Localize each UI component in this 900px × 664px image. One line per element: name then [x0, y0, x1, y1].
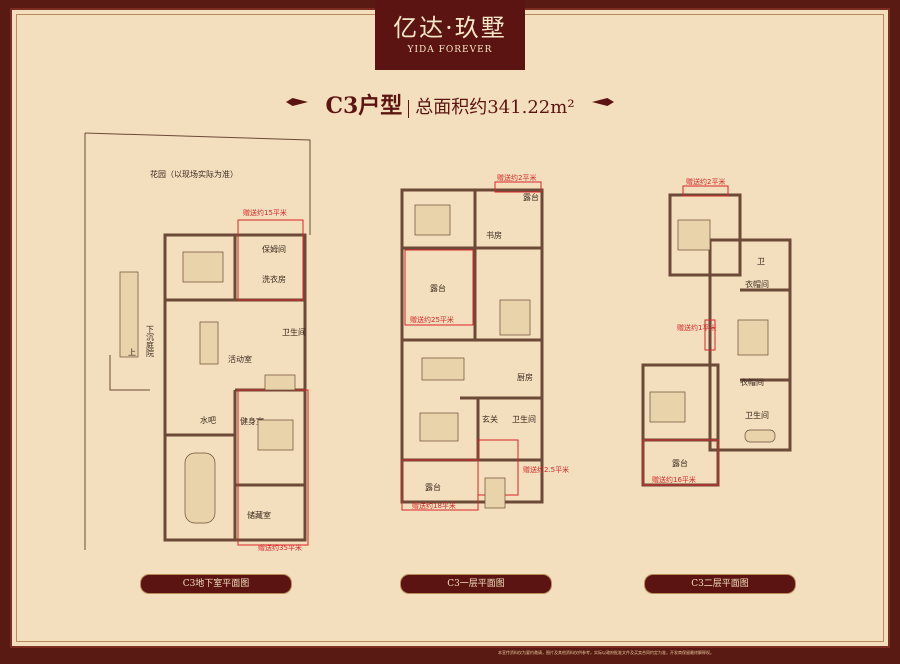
car [184, 452, 216, 524]
first-wc-label: 卫生间 [512, 414, 536, 424]
activity-room-label: 活动室 [228, 354, 252, 364]
second-gift-area-2 [682, 185, 729, 197]
foyer-label: 玄关 [482, 414, 498, 424]
closet1-label: 衣帽间 [745, 279, 769, 289]
second-wc-label: 卫生间 [745, 410, 769, 420]
gift-area-1 [704, 319, 716, 351]
basement-plan-label: C3地下室平面图 [140, 574, 292, 594]
ornament-left-icon [286, 98, 308, 106]
gift-area-35 [237, 389, 309, 546]
second-floor-plan: 赠送约2平米 赠送约1平米 赠送约16平米 次卧 卫 衣帽间 主卧 衣帽间 卫生… [641, 177, 792, 487]
disclaimer-text: 本宣传资料仅为要约邀请，图片及其他资料仅供参考，实际以政府批准文件及买卖合同约定… [498, 650, 714, 655]
second-core-walls [708, 238, 792, 452]
second-small-wc-label: 卫 [757, 257, 765, 266]
kitchen-label: 厨房 [517, 372, 533, 382]
gift-1-label-a: 赠送约1平米 [677, 323, 716, 332]
gift-area-25 [404, 249, 474, 326]
unit-type: C3户型 [325, 93, 403, 119]
pool-table [199, 321, 219, 365]
gift-18-label: 赠送约18平米 [412, 501, 456, 510]
brand-name: 亿达·玖墅 [393, 14, 507, 42]
second-stair [737, 319, 769, 356]
sunken-yard-label: 下沉庭院 [146, 325, 155, 358]
gift-area-15 [237, 219, 304, 301]
second-gift-2-label: 赠送约2平米 [686, 177, 725, 186]
first-floor-plan: 赠送约2平米 赠送约25平米 赠送约2.5平米 赠送约18平米 次卧 书房 露台… [400, 173, 569, 511]
bathtub [744, 429, 776, 443]
gift-25-label: 赠送约25平米 [410, 315, 454, 324]
second-terrace-label: 露台 [672, 458, 688, 468]
gift-area-16 [642, 439, 719, 486]
unit-headline: C3户型总面积约341.22m² [286, 88, 610, 119]
first-floor-walls [400, 188, 544, 504]
gift-2-5-label: 赠送约2.5平米 [523, 465, 569, 474]
second-bedroom-walls [668, 193, 742, 277]
outdoor-stair [119, 271, 139, 358]
basement-plan: 花园（以现场实际为准） 上 下沉庭院 赠送约15平米 赠送约35平米 保姆间 洗… [84, 132, 311, 552]
living-sofa [419, 412, 459, 442]
unit-area: 总面积约341.22m² [415, 97, 575, 118]
dining-table [421, 357, 465, 381]
second-bed [677, 219, 711, 251]
entry-stair [484, 477, 506, 509]
first-floor-plan-label: C3一层平面图 [400, 574, 552, 594]
laundry-label: 洗衣房 [262, 274, 286, 284]
gift-area-18 [401, 459, 479, 511]
gym-equipment [257, 419, 294, 451]
garden-outline [84, 132, 311, 235]
headline-divider [408, 99, 410, 118]
master-bed [649, 391, 686, 423]
basement-stair [264, 374, 296, 391]
up-label: 上 [128, 348, 136, 357]
nanny-room-label: 保姆间 [262, 244, 286, 254]
yard-wall [109, 355, 150, 391]
second-floor-plan-label: C3二层平面图 [644, 574, 796, 594]
first-bed [414, 204, 451, 236]
front-terrace-label: 露台 [425, 482, 441, 492]
garden-label: 花园（以现场实际为准） [150, 169, 238, 179]
brand-logo: 亿达·玖墅 YIDA FOREVER [375, 0, 525, 70]
gift-area-2 [494, 181, 542, 193]
first-gift-2-label: 赠送约2平米 [497, 173, 536, 182]
first-stair [499, 299, 531, 336]
closet2-label: 衣帽间 [740, 377, 764, 387]
storage-label: 储藏室 [247, 510, 271, 520]
bar-label: 水吧 [200, 415, 216, 425]
first-terrace-label: 露台 [430, 283, 446, 293]
sofa-set [182, 251, 224, 283]
brand-subtitle: YIDA FOREVER [407, 45, 493, 55]
study-label: 书房 [486, 230, 502, 240]
basement-wc-label: 卫生间 [282, 327, 306, 337]
first-balcony-label: 露台 [523, 192, 539, 202]
gym-label: 健身室 [240, 416, 264, 426]
gift-35-label: 赠送约35平米 [258, 543, 302, 552]
gift-16-label: 赠送约16平米 [652, 475, 696, 484]
gift-15-label: 赠送约15平米 [243, 208, 287, 217]
